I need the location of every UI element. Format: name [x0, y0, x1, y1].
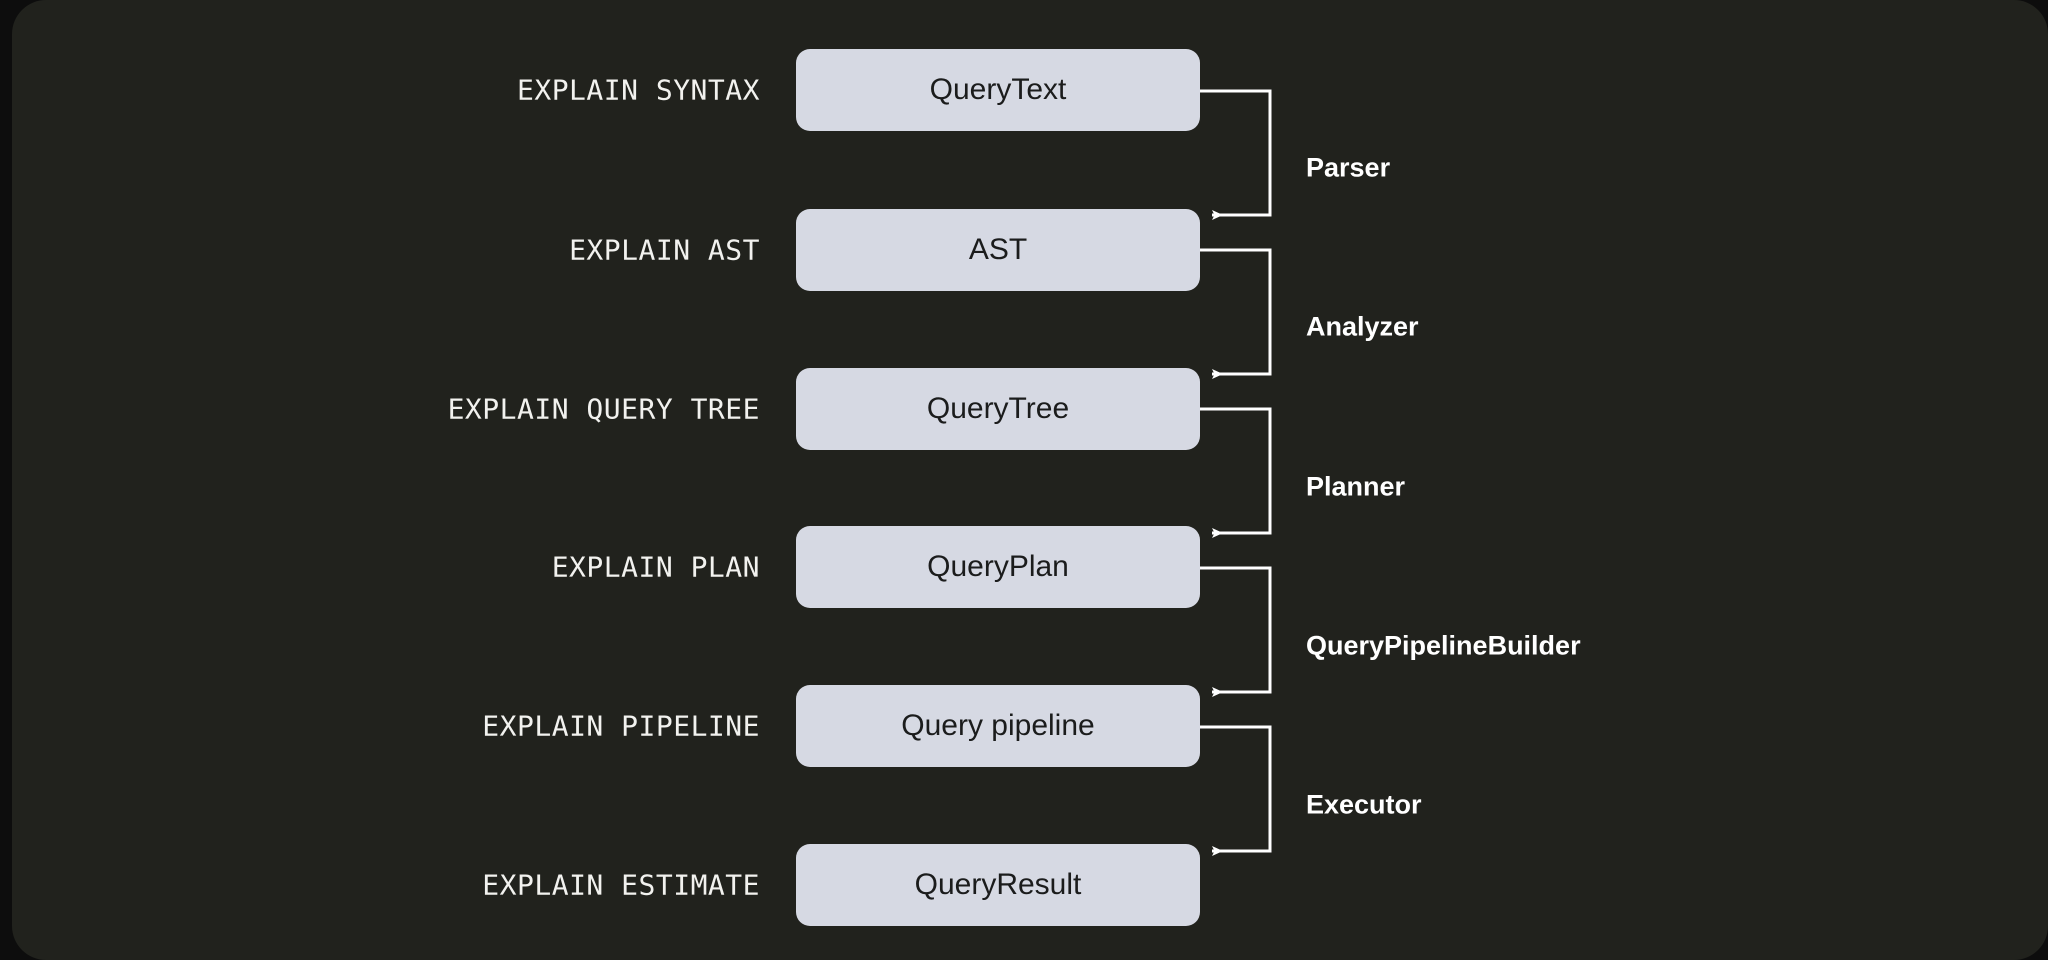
explain-label-estimate: EXPLAIN ESTIMATE [482, 868, 760, 902]
explain-label-ast: EXPLAIN AST [569, 233, 760, 267]
node-box-querytext[interactable]: QueryText [796, 49, 1200, 131]
diagram-row-estimate: EXPLAIN ESTIMATE QueryResult [0, 840, 2048, 930]
node-box-ast[interactable]: AST [796, 209, 1200, 291]
explain-label-syntax: EXPLAIN SYNTAX [516, 73, 760, 107]
explain-label-query-tree: EXPLAIN QUERY TREE [447, 392, 760, 426]
node-label-query-pipeline: Query pipeline [901, 709, 1095, 742]
diagram-row-query-tree: EXPLAIN QUERY TREE QueryTree [0, 364, 2048, 454]
stage-label-querypipelinebuilder: QueryPipelineBuilder [1306, 630, 1581, 661]
explain-label-plan: EXPLAIN PLAN [551, 550, 760, 584]
node-label-ast: AST [968, 233, 1028, 266]
diagram-row-plan: EXPLAIN PLAN QueryPlan [0, 522, 2048, 612]
node-box-queryresult[interactable]: QueryResult [796, 844, 1200, 926]
node-box-queryplan[interactable]: QueryPlan [796, 526, 1200, 608]
stage-label-executor: Executor [1306, 789, 1422, 820]
stage-label-planner: Planner [1306, 471, 1406, 502]
node-label-querytext: QueryText [929, 73, 1067, 106]
explain-label-pipeline: EXPLAIN PIPELINE [482, 709, 760, 743]
diagram-row-syntax: EXPLAIN SYNTAX QueryText [0, 45, 2048, 135]
stage-label-parser: Parser [1306, 152, 1391, 183]
node-label-queryresult: QueryResult [914, 868, 1082, 901]
node-label-querytree: QueryTree [926, 392, 1070, 425]
node-box-query-pipeline[interactable]: Query pipeline [796, 685, 1200, 767]
node-box-querytree[interactable]: QueryTree [796, 368, 1200, 450]
stage-label-analyzer: Analyzer [1306, 311, 1419, 342]
node-label-queryplan: QueryPlan [927, 550, 1069, 583]
diagram-row-pipeline: EXPLAIN PIPELINE Query pipeline [0, 681, 2048, 771]
diagram-row-ast: EXPLAIN AST AST [0, 205, 2048, 295]
diagram-canvas [12, 0, 2048, 960]
